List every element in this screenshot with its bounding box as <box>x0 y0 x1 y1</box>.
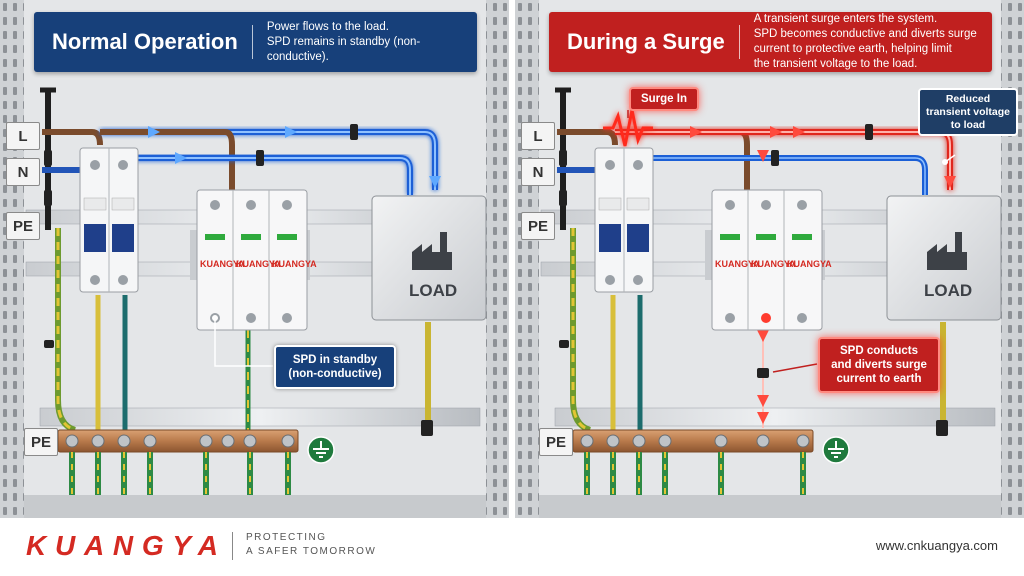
tag-n: N <box>6 158 40 186</box>
load-label: LOAD <box>924 281 973 300</box>
website-link[interactable]: www.cnkuangya.com <box>875 538 998 553</box>
ground-icon <box>307 436 335 464</box>
header-divider <box>738 25 740 59</box>
callout-leader <box>627 110 956 373</box>
logo-wordmark: KUANGYA <box>26 530 218 560</box>
normal-operation-diagram <box>0 0 509 518</box>
tag-l: L <box>521 122 555 150</box>
factory-icon <box>927 232 967 270</box>
load-label: LOAD <box>409 281 458 300</box>
spd-brand-label: KUANGYA <box>715 259 760 269</box>
load-box <box>886 195 1002 321</box>
factory-icon <box>412 232 452 270</box>
tag-pe-top: PE <box>6 212 40 240</box>
panel-description: Power flows to the load. SPD remains in … <box>266 20 421 63</box>
footer-divider <box>232 532 233 560</box>
spd-brand-label: KUANGYA <box>200 259 245 269</box>
tag-n: N <box>521 158 555 186</box>
during-surge-diagram <box>515 0 1024 518</box>
spd-module <box>705 189 825 331</box>
tag-pe-bottom: PE <box>24 428 58 456</box>
circuit-breaker <box>79 147 139 293</box>
panel-description: A transient surge enters the system. SPD… <box>753 13 977 70</box>
surge-in-callout: Surge In <box>629 87 699 111</box>
spd-conducts-callout: SPD conducts and diverts surge current t… <box>818 337 940 393</box>
during-surge-header: During a Surge A transient surge enters … <box>549 12 992 72</box>
footer: KUANGYA PROTECTING A SAFER TOMORROW www.… <box>0 518 1024 576</box>
panel-title: Normal Operation <box>52 29 238 54</box>
normal-operation-header: Normal Operation Power flows to the load… <box>34 12 477 72</box>
surge-arrow-icon <box>690 126 956 188</box>
ground-icon <box>822 436 850 464</box>
normal-operation-panel: Normal Operation Power flows to the load… <box>0 0 509 518</box>
panel-title: During a Surge <box>567 29 725 54</box>
tag-pe-bottom: PE <box>539 428 573 456</box>
spd-brand-label: KUANGYA <box>751 259 796 269</box>
surge-arrow-icon <box>757 330 769 424</box>
spd-brand-label: KUANGYA <box>236 259 281 269</box>
callout-leader <box>212 315 273 367</box>
brand-tagline: PROTECTING A SAFER TOMORROW <box>246 532 377 557</box>
pe-busbar <box>57 429 299 495</box>
load-box <box>371 195 487 321</box>
spd-standby-callout: SPD in standby (non-conductive) <box>274 345 396 389</box>
tag-pe-top: PE <box>521 212 555 240</box>
brand-logo: KUANGYA <box>26 530 218 560</box>
spd-brand-label: KUANGYA <box>272 259 317 269</box>
circuit-breaker <box>594 147 654 293</box>
header-divider <box>251 25 253 59</box>
pe-busbar <box>572 429 814 495</box>
flow-arrow-icon <box>148 126 441 188</box>
panel-divider <box>509 0 515 518</box>
tag-l: L <box>6 122 40 150</box>
reduced-voltage-callout: Reduced transient voltage to load <box>918 88 1018 136</box>
spd-module <box>190 189 310 331</box>
surge-wave-icon <box>603 109 653 147</box>
spd-brand-label: KUANGYA <box>787 259 832 269</box>
during-surge-panel: During a Surge A transient surge enters … <box>515 0 1024 518</box>
